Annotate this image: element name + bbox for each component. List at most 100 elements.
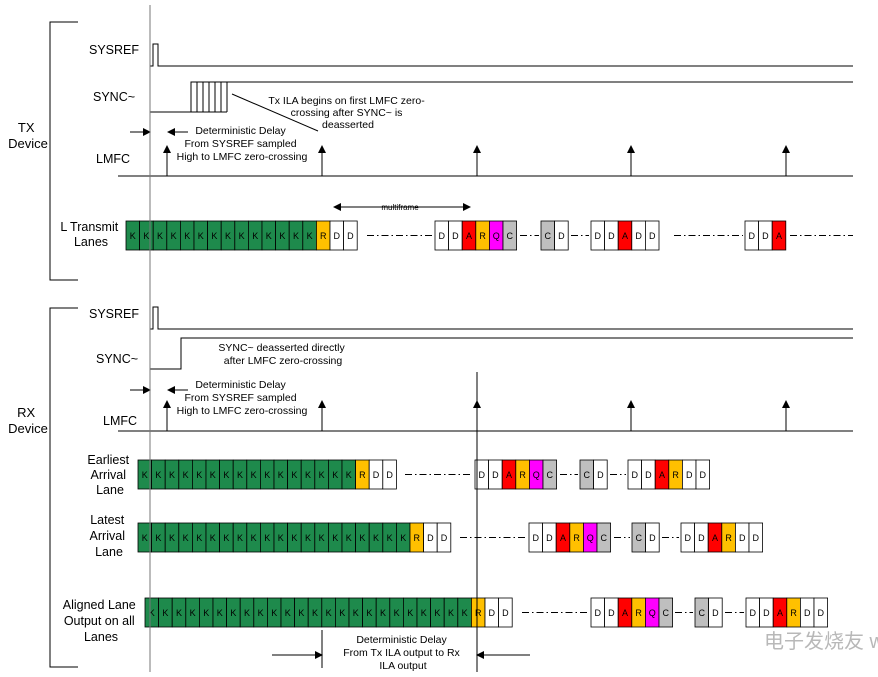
lane-cell-R: R [721, 522, 736, 553]
svg-text:K: K [387, 533, 393, 543]
lane-cell-K: K [246, 522, 261, 553]
svg-text:K: K [183, 470, 189, 480]
lane-cell-K: K [247, 220, 263, 251]
lane-cell-D: D [631, 220, 646, 251]
rx-sync-note: SYNC~ deasserted directly after LMFC zer… [218, 342, 347, 367]
lane-cell-K: K [368, 522, 384, 553]
lane-cell-K: K [151, 522, 166, 553]
svg-text:D: D [649, 231, 656, 241]
lane-cell-K: K [226, 597, 241, 628]
lane-cell-D: D [382, 459, 397, 490]
svg-text:D: D [608, 608, 615, 618]
lane-cell-K: K [321, 597, 336, 628]
svg-text:K: K [278, 533, 284, 543]
tx-lanes-label: L Transmit Lanes [60, 220, 121, 249]
svg-text:D: D [373, 470, 380, 480]
lane-cell-K: K [259, 459, 275, 490]
svg-text:D: D [749, 231, 756, 241]
lane-cell-K: K [185, 597, 200, 628]
lane-cell-K: K [158, 597, 173, 628]
svg-text:K: K [434, 608, 440, 618]
lane-cell-K: K [178, 459, 193, 490]
lane-cell-K: K [457, 597, 472, 628]
svg-text:A: A [776, 231, 782, 241]
lane-cell-D: D [604, 220, 619, 251]
tx-sync-label: SYNC~ [93, 90, 135, 104]
lane-cell-K: K [219, 459, 234, 490]
svg-text:K: K [237, 470, 243, 480]
lane-cell-R: R [668, 459, 683, 490]
svg-text:K: K [332, 533, 338, 543]
svg-text:Q: Q [533, 470, 540, 480]
tx-section: TX Device SYSREF SYNC~ Tx ILA begins on … [8, 21, 853, 281]
lane-cell-D: D [434, 220, 450, 251]
svg-text:K: K [291, 470, 297, 480]
lane-cell-D: D [488, 459, 503, 490]
rx-earliest-lane-label: Earliest Arrival Lane [87, 453, 132, 497]
lane-cell-K: K [287, 459, 302, 490]
svg-text:K: K [380, 608, 386, 618]
lane-cell-R: R [475, 220, 490, 251]
lane-cell-K: K [273, 459, 289, 490]
svg-text:K: K [203, 608, 209, 618]
svg-text:K: K [251, 533, 257, 543]
svg-text:K: K [198, 231, 204, 241]
tx-sync-waveform [150, 81, 853, 113]
lane-cell-R: R [569, 522, 584, 553]
lane-cell-K: K [341, 459, 357, 490]
svg-text:K: K [237, 533, 243, 543]
svg-text:A: A [712, 533, 718, 543]
lane-cell-K: K [341, 522, 357, 553]
rx-bracket [49, 307, 78, 668]
lane-cell-K: K [327, 459, 343, 490]
svg-text:K: K [326, 608, 332, 618]
lane-cell-K: K [171, 597, 187, 628]
lane-cell-D: D [694, 522, 709, 553]
svg-text:D: D [546, 533, 553, 543]
svg-text:K: K [184, 231, 190, 241]
lane-cell-C: C [540, 220, 556, 251]
lane-cell-R: R [631, 597, 646, 628]
lane-cell-K: K [191, 522, 207, 553]
lane-cell-D: D [343, 220, 358, 251]
lane-cell-D: D [695, 459, 711, 490]
svg-text:K: K [142, 533, 148, 543]
lane-cell-K: K [280, 597, 296, 628]
lane-cell-K: K [232, 459, 248, 490]
svg-text:D: D [558, 231, 565, 241]
rx-device-label: RX Device [8, 405, 48, 436]
lane-cell-K: K [125, 220, 141, 251]
svg-text:D: D [489, 608, 496, 618]
rx-ila-delay-note: Deterministic Delay From Tx ILA output t… [343, 634, 462, 672]
svg-text:K: K [279, 231, 285, 241]
lane-cell-K: K [152, 220, 168, 251]
svg-text:D: D [700, 470, 707, 480]
lane-cell-D: D [590, 597, 606, 628]
lane-cell-K: K [443, 597, 459, 628]
lane-cell-K: K [179, 220, 195, 251]
lane-cell-K: K [395, 522, 411, 553]
svg-text:D: D [645, 470, 652, 480]
lane-cell-K: K [253, 597, 268, 628]
lane-cell-D: D [590, 220, 606, 251]
svg-text:D: D [739, 533, 746, 543]
lane-cell-K: K [164, 522, 180, 553]
svg-text:R: R [519, 470, 526, 480]
lane-cell-D: D [645, 522, 660, 553]
svg-text:K: K [305, 533, 311, 543]
lane-cell-D: D [498, 597, 513, 628]
svg-text:K: K [176, 608, 182, 618]
svg-text:C: C [507, 231, 514, 241]
svg-text:K: K [346, 533, 352, 543]
tx-lmfc-ticks [163, 145, 790, 176]
lane-cell-K: K [219, 522, 234, 553]
rx-sync-label: SYNC~ [96, 352, 138, 366]
rx-aligned-lane-label: Aligned Lane Output on all Lanes [63, 598, 139, 644]
svg-text:K: K [217, 608, 223, 618]
svg-text:K: K [143, 231, 149, 241]
rx-latest-lane-label: Latest Arrival Lane [90, 513, 129, 559]
tx-bracket [49, 21, 78, 281]
lane-cell-K: K [300, 459, 316, 490]
